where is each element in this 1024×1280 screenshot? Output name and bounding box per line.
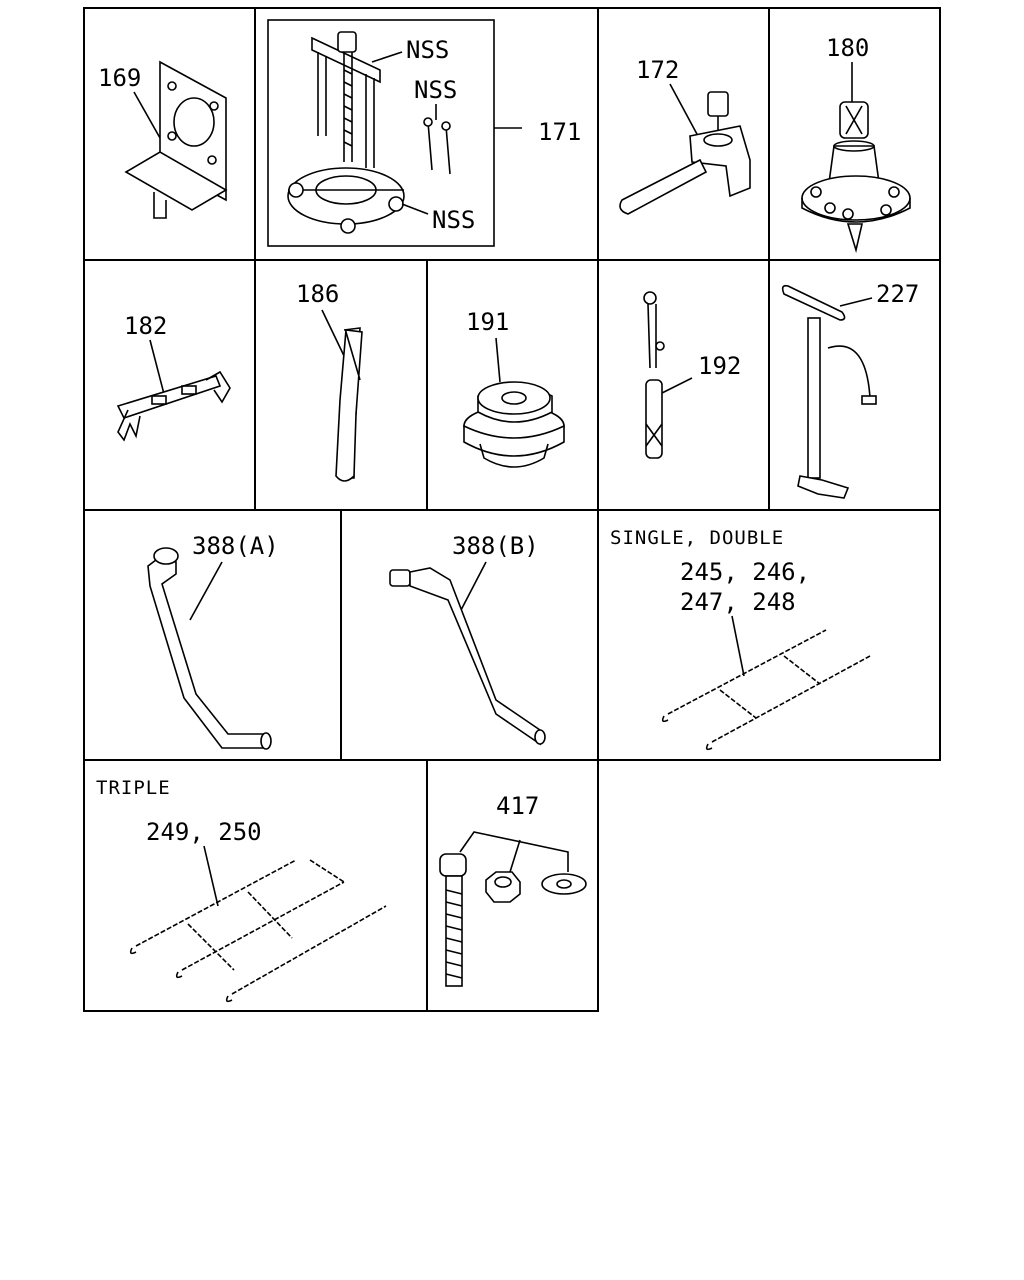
part-180-installer[interactable]: 180	[801, 34, 911, 254]
part-label-186: 186	[296, 280, 339, 308]
chain-triple-caption: TRIPLE	[96, 777, 171, 799]
nss-label-top: NSS	[406, 36, 449, 64]
chain-double-label-line1: 245, 246,	[680, 558, 810, 586]
part-182-tool[interactable]: 182	[116, 312, 231, 442]
part-label-171: 171	[538, 118, 581, 146]
part-label-180: 180	[826, 34, 869, 62]
part-label-388a: 388(A)	[192, 532, 279, 560]
part-172-wrench[interactable]: 172	[619, 56, 751, 215]
nss-label-bot: NSS	[432, 206, 475, 234]
part-227-pump[interactable]: 227	[781, 280, 920, 499]
chain-triple-label: 249, 250	[146, 818, 262, 846]
part-chain-double[interactable]: SINGLE, DOUBLE 245, 246, 247, 248	[610, 527, 871, 751]
chain-double-caption: SINGLE, DOUBLE	[610, 527, 784, 549]
part-192-gauge[interactable]: 192	[643, 291, 741, 459]
part-chain-triple[interactable]: TRIPLE 249, 250	[96, 777, 387, 1003]
part-171-puller-set[interactable]: 171 NSS NSS NSS	[267, 19, 581, 247]
part-label-172: 172	[636, 56, 679, 84]
part-191-installer[interactable]: 191	[463, 308, 565, 468]
part-label-417: 417	[496, 792, 539, 820]
part-label-388b: 388(B)	[452, 532, 539, 560]
part-388a-bar[interactable]: 388(A)	[147, 532, 279, 750]
part-388b-bar[interactable]: 388(B)	[389, 532, 546, 746]
part-label-227: 227	[876, 280, 919, 308]
part-label-192: 192	[698, 352, 741, 380]
part-417-bolt-set[interactable]: 417	[439, 792, 587, 987]
part-186-chisel[interactable]: 186	[296, 280, 363, 482]
nss-label-mid: NSS	[414, 76, 457, 104]
part-169-bracket[interactable]: 169	[98, 60, 228, 219]
part-label-191: 191	[466, 308, 509, 336]
diagram-grid	[83, 7, 941, 1012]
part-label-169: 169	[98, 64, 141, 92]
chain-double-label-line2: 247, 248	[680, 588, 796, 616]
part-label-182: 182	[124, 312, 167, 340]
